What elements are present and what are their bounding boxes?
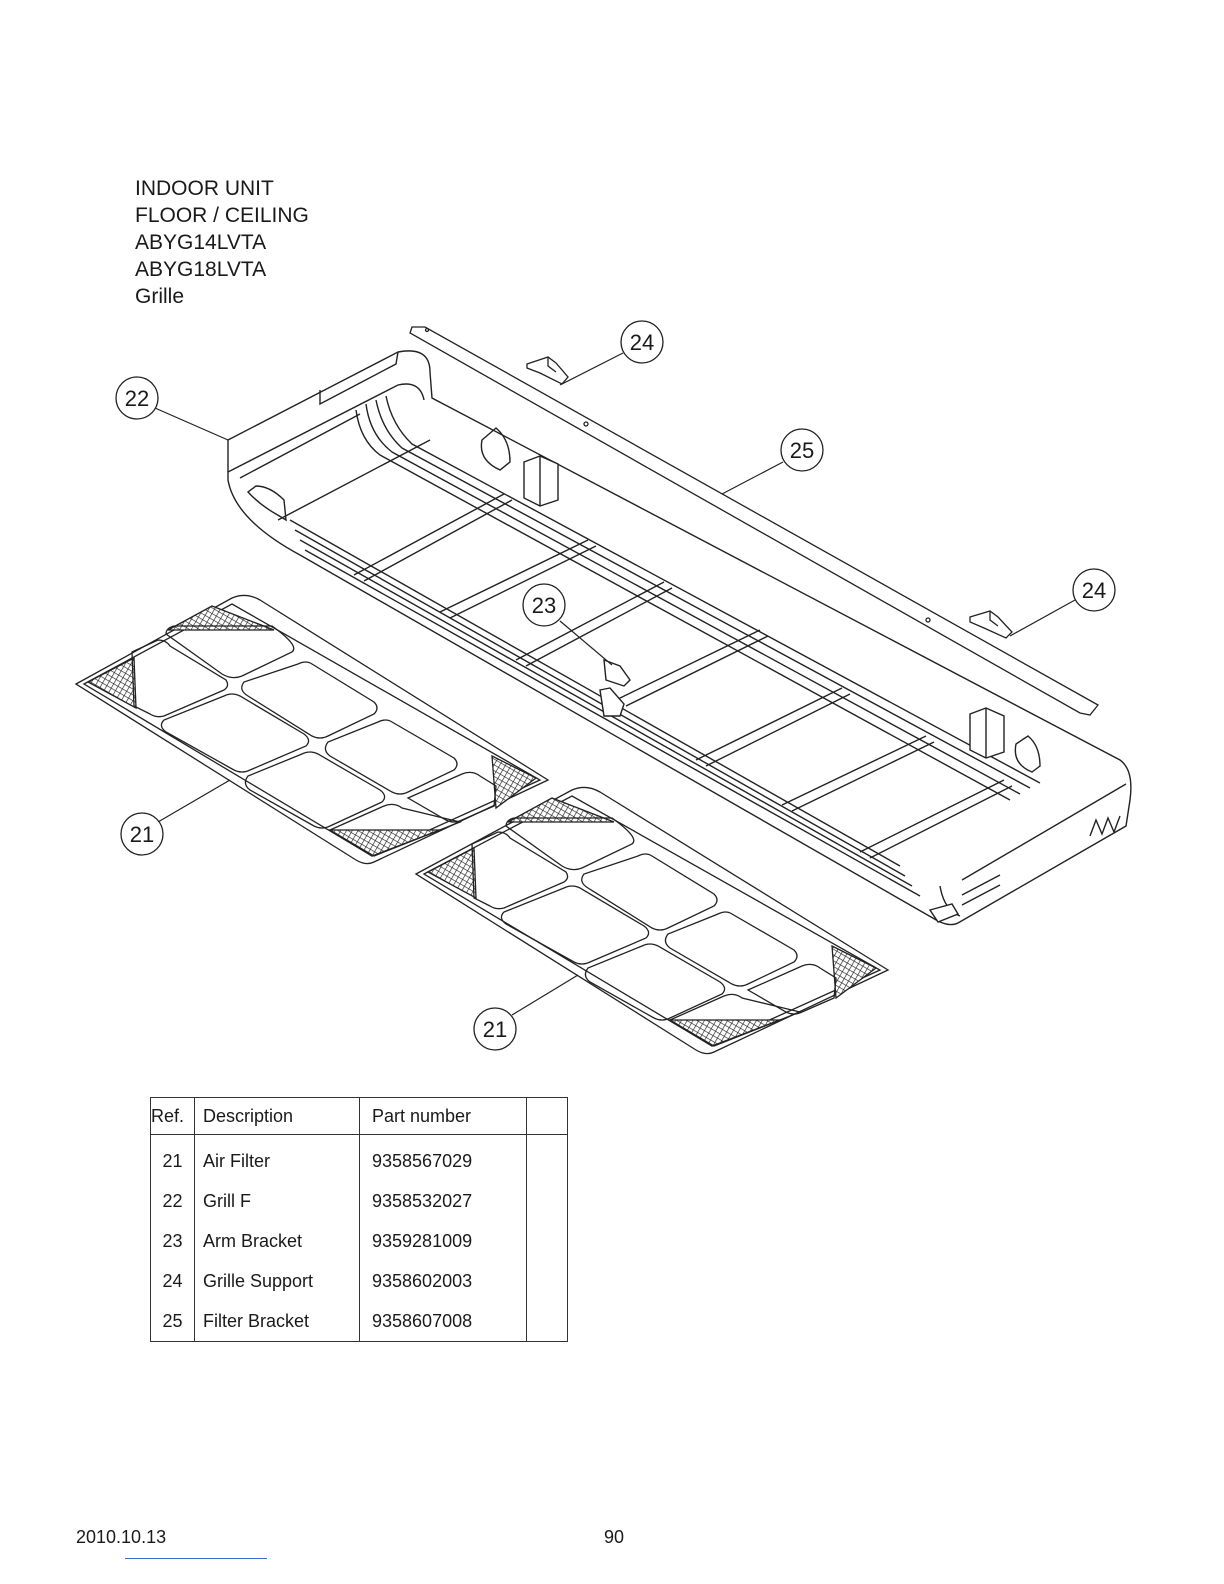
cell-description: Grille Support	[195, 1261, 360, 1301]
header-blank	[527, 1098, 568, 1135]
svg-text:21: 21	[130, 822, 154, 847]
cell-ref: 23	[151, 1221, 195, 1261]
cell-blank	[527, 1135, 568, 1182]
callout-21-left: 21	[121, 813, 163, 855]
grille-support-bottom-drawing	[970, 611, 1012, 638]
callout-25: 25	[781, 429, 823, 471]
cell-ref: 22	[151, 1181, 195, 1221]
table-row: 25 Filter Bracket 9358607008	[151, 1301, 568, 1342]
grille-support-top-drawing	[527, 357, 568, 384]
callout-24-right: 24	[1073, 569, 1115, 611]
cell-blank	[527, 1221, 568, 1261]
svg-text:24: 24	[630, 330, 654, 355]
table-row: 23 Arm Bracket 9359281009	[151, 1221, 568, 1261]
header-part-number: Part number	[360, 1098, 527, 1135]
parts-table: Ref. Description Part number 21 Air Filt…	[150, 1097, 568, 1342]
header-description: Description	[195, 1098, 360, 1135]
header-ref: Ref.	[151, 1098, 195, 1135]
cell-blank	[527, 1301, 568, 1342]
cell-part-number: 9358567029	[360, 1135, 527, 1182]
footer-divider	[125, 1558, 267, 1559]
svg-text:22: 22	[125, 386, 149, 411]
cell-ref: 25	[151, 1301, 195, 1342]
callout-21-bottom: 21	[474, 1008, 516, 1050]
callout-22: 22	[116, 377, 158, 419]
svg-text:24: 24	[1082, 578, 1106, 603]
page-number: 90	[604, 1527, 624, 1548]
cell-ref: 21	[151, 1135, 195, 1182]
callout-23: 23	[523, 584, 565, 626]
table-row: 24 Grille Support 9358602003	[151, 1261, 568, 1301]
parts-table-header-row: Ref. Description Part number	[151, 1098, 568, 1135]
cell-description: Air Filter	[195, 1135, 360, 1182]
svg-text:23: 23	[532, 593, 556, 618]
cell-part-number: 9358602003	[360, 1261, 527, 1301]
footer-date: 2010.10.13	[76, 1527, 166, 1548]
table-row: 21 Air Filter 9358567029	[151, 1135, 568, 1182]
table-row: 22 Grill F 9358532027	[151, 1181, 568, 1221]
cell-part-number: 9358607008	[360, 1301, 527, 1342]
cell-blank	[527, 1261, 568, 1301]
cell-description: Grill F	[195, 1181, 360, 1221]
cell-description: Arm Bracket	[195, 1221, 360, 1261]
svg-text:25: 25	[790, 438, 814, 463]
cell-blank	[527, 1181, 568, 1221]
cell-ref: 24	[151, 1261, 195, 1301]
cell-part-number: 9358532027	[360, 1181, 527, 1221]
svg-text:21: 21	[483, 1017, 507, 1042]
cell-part-number: 9359281009	[360, 1221, 527, 1261]
callout-24-top: 24	[621, 321, 663, 363]
cell-description: Filter Bracket	[195, 1301, 360, 1342]
